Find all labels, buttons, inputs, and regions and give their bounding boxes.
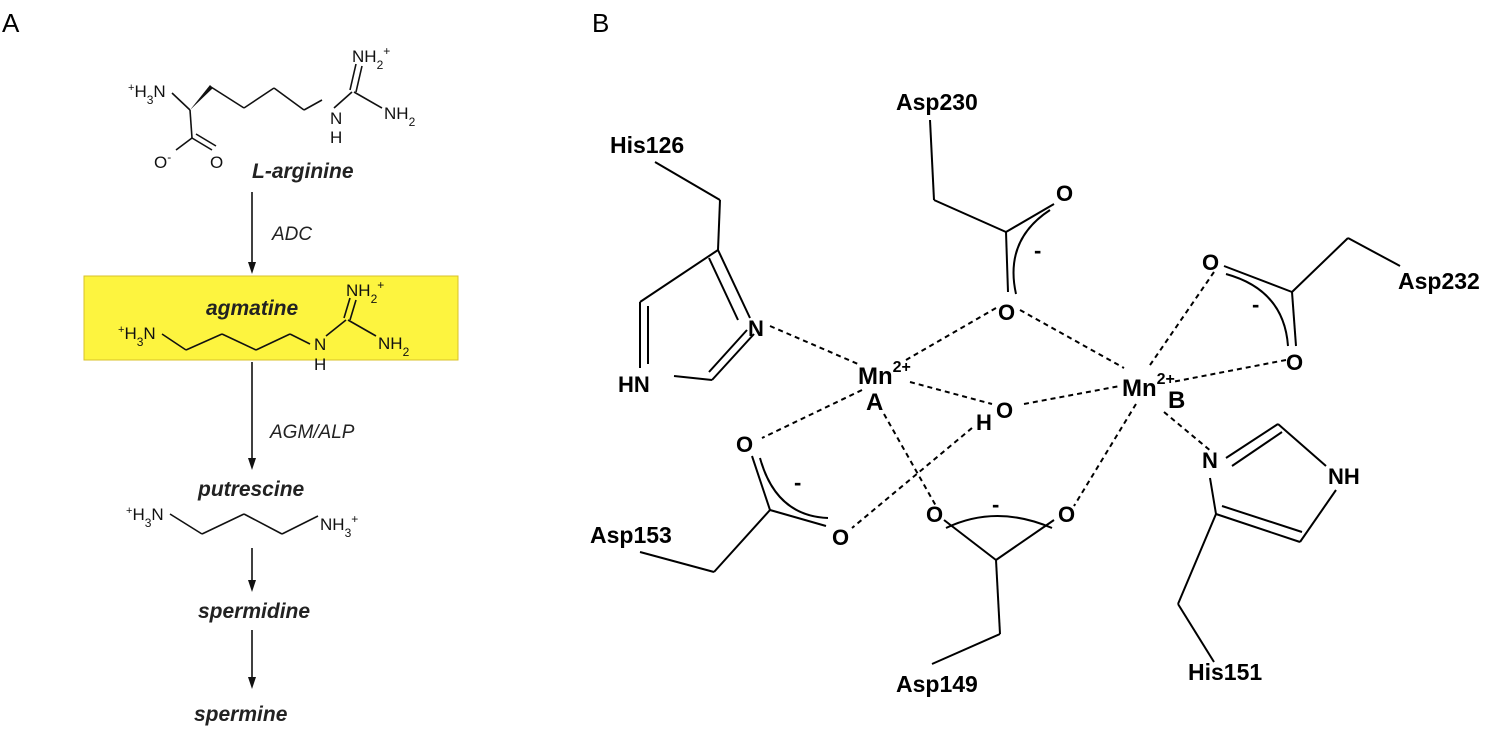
arginine-nh2plus: NH2+ <box>352 44 390 72</box>
asp230-o2: O <box>998 300 1015 325</box>
asp153-o2: O <box>832 525 849 550</box>
metal-a: Mn2+ <box>858 359 911 390</box>
arginine-nh: N <box>330 109 342 128</box>
his151-imidazole: N NH <box>1177 423 1360 663</box>
asp149-o2: O <box>1058 502 1075 527</box>
coordination-bonds <box>761 271 1287 529</box>
asp232-minus: - <box>1252 292 1259 317</box>
his151-n: N <box>1202 448 1218 473</box>
metal-b: Mn2+ <box>1122 371 1175 402</box>
asp230-minus: - <box>1034 238 1041 263</box>
asp232-o2: O <box>1286 350 1303 375</box>
putrescine-h3n: +H3N <box>126 505 164 530</box>
putrescine-nh3: NH3+ <box>320 512 358 540</box>
enzyme-adc: ADC <box>271 224 312 245</box>
residue-asp232: Asp232 <box>1398 268 1480 294</box>
panel-label-a: A <box>2 8 20 38</box>
arginine-o: O <box>210 153 223 172</box>
putrescine-structure: +H3N NH3+ <box>126 505 358 540</box>
asp232-carboxylate: O O - <box>1202 237 1401 375</box>
asp153-minus: - <box>794 470 801 495</box>
asp232-o1: O <box>1202 250 1219 275</box>
panel-label-b: B <box>592 8 609 38</box>
hydroxide-o: O <box>996 398 1013 423</box>
asp149-minus: - <box>992 492 999 517</box>
asp230-carboxylate: O O - <box>929 119 1073 325</box>
his126-n: N <box>748 316 764 341</box>
residue-his126: His126 <box>610 132 684 158</box>
metal-b-label: B <box>1168 387 1185 414</box>
arginine-label: L-arginine <box>252 160 354 183</box>
arginine-o-minus: O- <box>154 150 171 172</box>
enzyme-agm-alp: AGM/ALP <box>269 422 355 443</box>
arginine-h3n: +H3N <box>128 82 166 107</box>
agmatine-highlight <box>83 275 459 361</box>
asp153-o1: O <box>736 432 753 457</box>
his126-imidazole: N HN <box>618 161 764 397</box>
residue-his151: His151 <box>1188 659 1262 685</box>
arginine-h: H <box>330 128 342 147</box>
asp230-o1: O <box>1056 181 1073 206</box>
spermidine-label: spermidine <box>198 600 310 623</box>
agmatine-h: H <box>314 355 326 374</box>
asp149-o1: O <box>926 502 943 527</box>
putrescine-label: putrescine <box>197 478 305 501</box>
residue-asp149: Asp149 <box>896 671 978 697</box>
arginine-nh2: NH2 <box>384 104 416 129</box>
spermine-label: spermine <box>194 703 288 726</box>
hydroxide-h: H <box>976 410 992 435</box>
asp153-carboxylate: O O - <box>639 432 849 573</box>
his151-nh: NH <box>1328 464 1360 489</box>
agmatine-n: N <box>314 335 326 354</box>
residue-asp230: Asp230 <box>896 89 978 115</box>
arginine-structure: +H3N N H NH2+ NH2 O- O <box>128 44 416 172</box>
metal-a-label: A <box>866 389 883 416</box>
agmatine-label: agmatine <box>206 297 299 320</box>
his126-hn: HN <box>618 372 650 397</box>
residue-asp153: Asp153 <box>590 522 672 548</box>
asp149-carboxylate: O O - <box>926 492 1075 665</box>
